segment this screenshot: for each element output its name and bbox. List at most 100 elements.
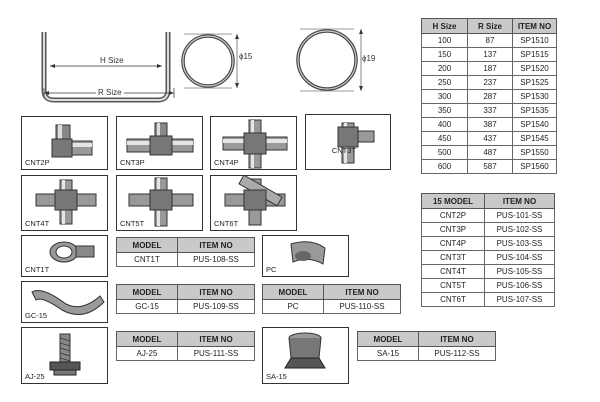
aj25-drawing: [49, 333, 81, 376]
fitting-cnt3p: CNT3P: [116, 116, 203, 170]
gc15-drawing: [31, 290, 105, 315]
cell: 137: [467, 47, 513, 62]
header-15-model: 15 MODEL: [421, 193, 485, 209]
cell: 437: [467, 131, 513, 146]
fitting-cnt2p: CNT2P: [21, 116, 108, 170]
fitting-label-sa15: SA-15: [266, 372, 287, 381]
diameter-15: 15: [243, 52, 253, 61]
cell: CNT6T: [421, 292, 485, 307]
cell: PUS-105-SS: [484, 264, 555, 279]
header-h-size: H Size: [421, 18, 468, 34]
cnt5t-drawing: [128, 177, 194, 227]
cell: 100: [421, 33, 468, 48]
cnt4t-drawing: [35, 179, 97, 225]
cell: SP1540: [512, 117, 557, 132]
cell: PUS-111-SS: [177, 346, 255, 361]
cell: PUS-112-SS: [418, 346, 496, 361]
cell: 237: [467, 75, 513, 90]
header-item-no: ITEM NO: [512, 18, 557, 34]
fitting-label-cnt3t: CNT3T: [331, 146, 356, 155]
cell: 87: [467, 33, 513, 48]
fitting-label-cnt2p: CNT2P: [25, 158, 50, 167]
cnt3t-drawing: [337, 122, 375, 164]
diameter-19: 19: [366, 54, 376, 63]
pipe-section-15: [176, 30, 246, 92]
cell: PUS-109-SS: [177, 299, 255, 314]
fitting-label-cnt4t: CNT4T: [25, 219, 50, 228]
phi-symbol: ϕ: [239, 52, 244, 61]
cell: CNT4T: [421, 264, 485, 279]
cell: AJ-25: [116, 346, 178, 361]
cnt4p-drawing: [222, 119, 288, 169]
cell: 200: [421, 61, 468, 76]
cell: 450: [421, 131, 468, 146]
fitting-cnt4t: CNT4T: [21, 175, 108, 231]
cell: 337: [467, 103, 513, 118]
cell: PC: [262, 299, 324, 314]
cell: SP1530: [512, 89, 557, 104]
cnt2p-drawing: [51, 124, 93, 158]
cnt3p-drawing: [126, 122, 194, 156]
fitting-aj25: AJ-25: [21, 327, 108, 384]
cell: GC-15: [116, 299, 178, 314]
fitting-cnt3t: CNT3T: [305, 114, 391, 170]
cell: PUS-102-SS: [484, 222, 555, 237]
cell: SP1535: [512, 103, 557, 118]
header-item-no: ITEM NO: [418, 331, 496, 347]
cell: 600: [421, 159, 468, 174]
header-model: MODEL: [116, 331, 178, 347]
cell: 387: [467, 117, 513, 132]
cell: SP1545: [512, 131, 557, 146]
cell: 587: [467, 159, 513, 174]
cell: PUS-110-SS: [323, 299, 401, 314]
model-table-header: 15 MODEL ITEM NO: [421, 193, 555, 209]
cell: PUS-106-SS: [484, 278, 555, 293]
fitting-label-gc15: GC-15: [25, 311, 48, 320]
header-r-size: R Size: [467, 18, 513, 34]
fitting-cnt1t: CNT1T: [21, 235, 108, 277]
header-item-no: ITEM NO: [484, 193, 555, 209]
cell: 487: [467, 145, 513, 160]
cell: PUS-101-SS: [484, 208, 555, 223]
header-item-no: ITEM NO: [177, 284, 255, 300]
h-size-label: H Size: [98, 56, 126, 65]
sa15-drawing: [284, 332, 326, 369]
cell: 187: [467, 61, 513, 76]
cell: PUS-107-SS: [484, 292, 555, 307]
header-item-no: ITEM NO: [323, 284, 401, 300]
cnt6t-drawing: [224, 176, 286, 226]
pipe-section-19: [294, 26, 374, 94]
fitting-label-cnt6t: CNT6T: [214, 219, 239, 228]
cell: CNT3P: [421, 222, 485, 237]
fitting-cnt4p: CNT4P: [210, 116, 297, 170]
cell: CNT1T: [116, 252, 178, 267]
cell: SP1510: [512, 33, 557, 48]
cnt1t-drawing: [49, 241, 95, 263]
cell: 250: [421, 75, 468, 90]
header-model: MODEL: [116, 237, 178, 253]
cell: CNT5T: [421, 278, 485, 293]
fitting-cnt5t: CNT5T: [116, 175, 203, 231]
